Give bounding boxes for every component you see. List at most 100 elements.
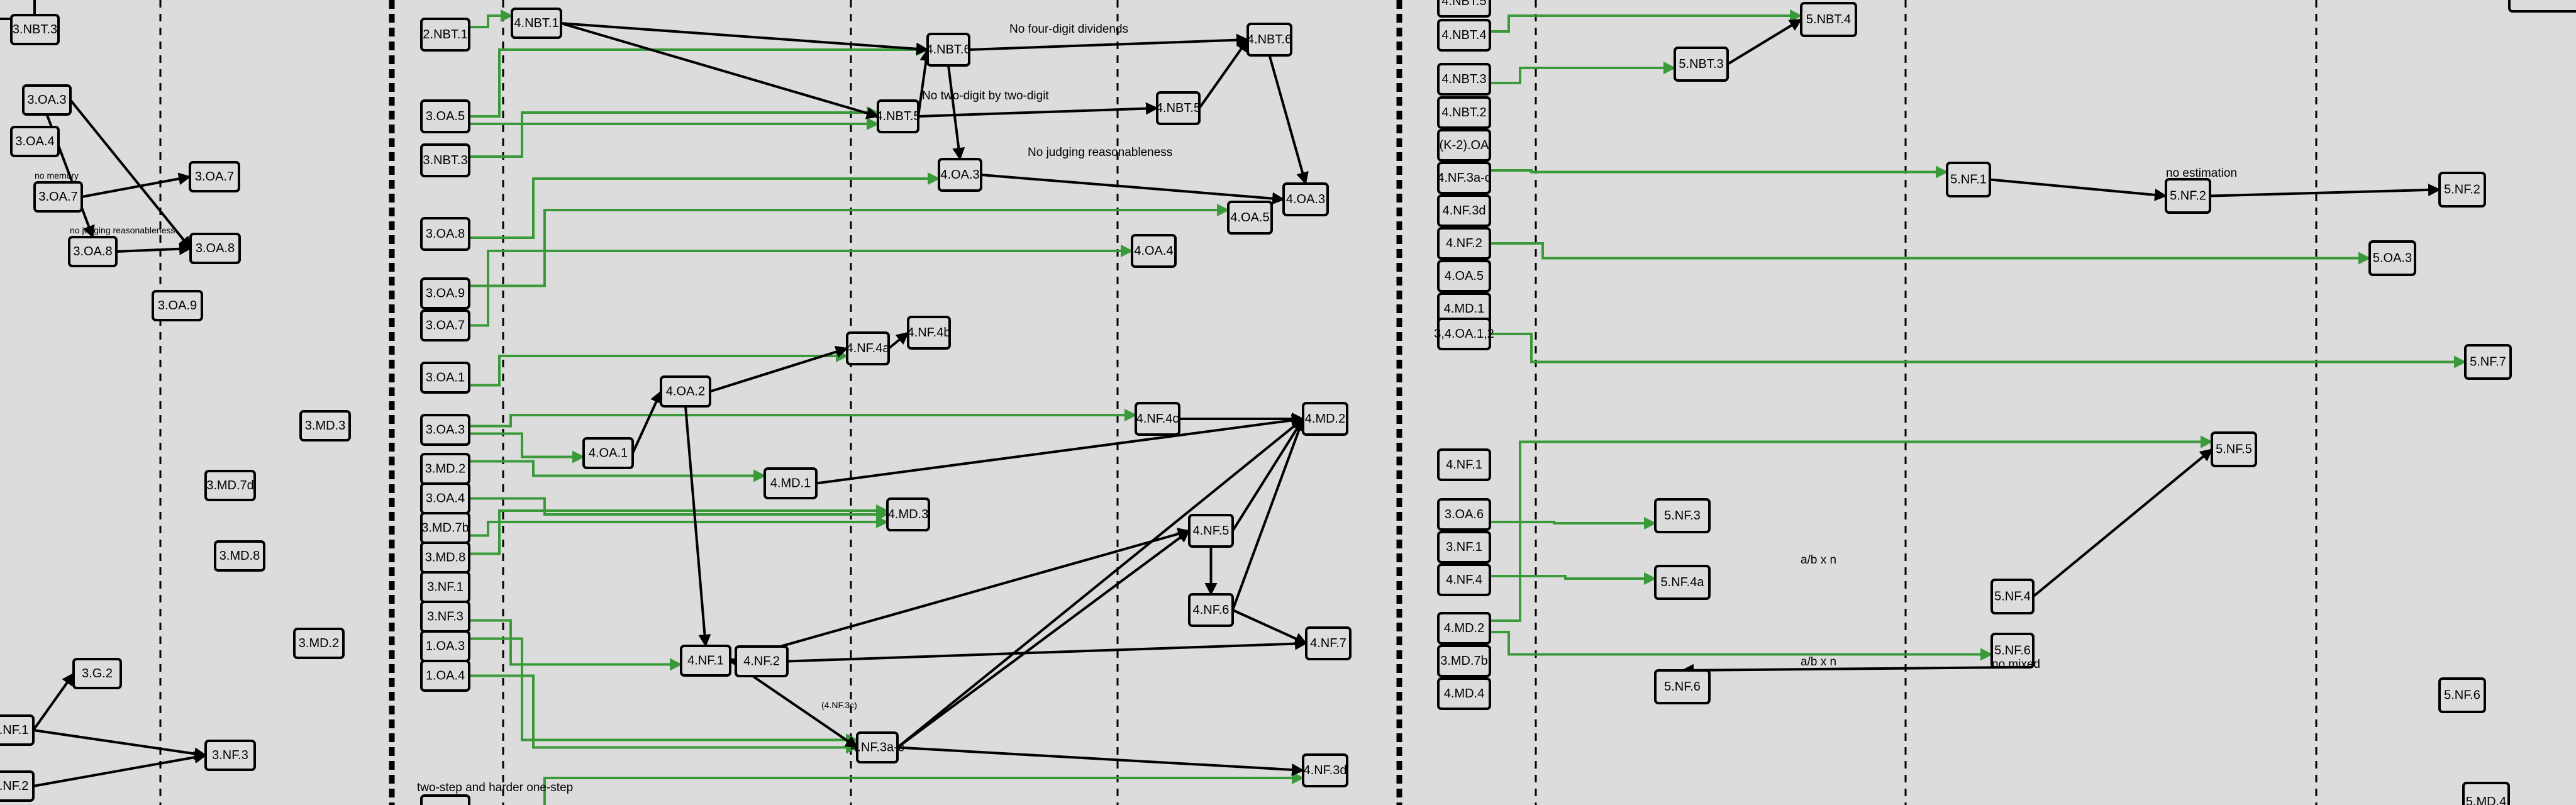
standard-node-p5_3oa6[interactable]: 3.OA.6	[1437, 498, 1491, 531]
standard-node-g3_oa9[interactable]: 3.OA.9	[152, 290, 203, 321]
standard-node-g3_nf3[interactable]: 3.NF.3	[204, 740, 256, 771]
standard-node-g4_nf4b[interactable]: 4.NF.4b	[907, 316, 951, 350]
standard-node-g4_nf7[interactable]: 4.NF.7	[1305, 626, 1352, 660]
standard-node-g4_oa3a[interactable]: 4.OA.3	[938, 158, 982, 192]
standard-node-p5_nf4[interactable]: 4.NF.4	[1437, 564, 1491, 596]
standard-node-g5_nbt4[interactable]: 5.NBT.4	[1800, 2, 1857, 37]
standard-node-p5_nf1[interactable]: 4.NF.1	[1437, 448, 1491, 481]
standard-node-g5_nf6a[interactable]: 5.NF.6	[1990, 633, 2035, 669]
standard-node-g4_md1[interactable]: 4.MD.1	[763, 467, 818, 499]
standard-node-g4_nf4c[interactable]: 4.NF.4c	[1135, 402, 1180, 436]
progression-edge	[560, 22, 879, 119]
standard-node-p5_md4[interactable]: 4.MD.4	[1437, 677, 1491, 710]
standard-node-g5_nf6b[interactable]: 5.NF.6	[1654, 669, 1711, 704]
standard-node-g4_nbt5a[interactable]: 4.NBT.5	[875, 99, 921, 133]
standard-node-p4_oa9[interactable]: 3.OA.9	[420, 277, 470, 309]
standard-node-p4_nbt3[interactable]: 3.NBT.3	[420, 143, 470, 177]
standard-node-g4_nf6[interactable]: 4.NF.6	[1188, 593, 1234, 627]
standard-node-p4_bottom[interactable]	[420, 794, 470, 805]
standard-node-g3_g2[interactable]: 3.G.2	[72, 658, 122, 689]
standard-node-g5_oa3[interactable]: 5.OA.3	[2368, 240, 2416, 276]
standard-node-g3_md2[interactable]: 3.MD.2	[293, 628, 345, 659]
standard-node-p5_3nf1[interactable]: 3.NF.1	[1437, 531, 1491, 564]
standard-node-p5_nbt2[interactable]: 4.NBT.2	[1437, 96, 1491, 129]
standard-node-g4_nf3ac[interactable]: 4.NF.3a-c	[850, 731, 904, 763]
standard-node-g4_nf5[interactable]: 4.NF.5	[1188, 514, 1234, 548]
standard-node-p4_oa3[interactable]: 3.OA.3	[420, 414, 470, 446]
standard-node-p5_nbt3[interactable]: 4.NBT.3	[1437, 63, 1491, 96]
standard-node-p4_1oa3[interactable]: 1.OA.3	[420, 630, 470, 662]
standard-node-g4_oa4[interactable]: 4.OA.4	[1131, 234, 1177, 268]
standard-node-g5_nf4[interactable]: 5.NF.4	[1990, 579, 2035, 614]
standard-node-g3_nf1[interactable]: 3.NF.1	[0, 714, 35, 746]
standard-node-p4_oa7[interactable]: 3.OA.7	[420, 309, 470, 341]
standard-node-g3_oa4[interactable]: 3.OA.4	[10, 126, 60, 157]
standard-node-p5_md2[interactable]: 4.MD.2	[1437, 612, 1491, 645]
node-box	[1437, 19, 1491, 52]
standard-node-g4_nf3d[interactable]: 4.NF.3d	[1302, 753, 1348, 787]
standard-node-g4_nf2[interactable]: 4.NF.2	[735, 645, 789, 677]
standard-node-g4_nf4a[interactable]: 4.NF.4a	[846, 331, 891, 365]
prerequisite-edge	[469, 204, 1230, 287]
standard-node-g3_nbt3[interactable]: 3.NBT.3	[10, 14, 60, 45]
standard-node-p5_nbt5[interactable]: 4.NBT.5	[1437, 0, 1491, 18]
standard-node-p4_1oa4[interactable]: 1.OA.4	[420, 660, 470, 692]
standard-node-g4_nbt6b[interactable]: 4.NBT.6	[1246, 23, 1292, 57]
standard-node-p5_nbt4[interactable]: 4.NBT.4	[1437, 19, 1491, 52]
standard-node-p4_md7b[interactable]: 3.MD.7b	[420, 512, 470, 544]
standard-node-g4_oa3b[interactable]: 4.OA.3	[1282, 182, 1329, 216]
standard-node-p4_oa4[interactable]: 3.OA.4	[420, 482, 470, 514]
node-label: 3.NBT.3	[423, 153, 467, 167]
standard-node-g4_md2[interactable]: 4.MD.2	[1302, 402, 1348, 436]
standard-node-p5_md7b[interactable]: 3.MD.7b	[1437, 645, 1491, 677]
standard-node-g4_md3[interactable]: 4.MD.3	[886, 497, 930, 531]
node-label: 3.NBT.3	[13, 23, 57, 36]
standard-node-g5_nf2b[interactable]: 5.NF.2	[2438, 172, 2486, 208]
standard-node-g4_nbt5b[interactable]: 4.NBT.5	[1156, 91, 1201, 125]
standard-node-g4_oa2[interactable]: 4.OA.2	[660, 375, 711, 408]
standard-node-g4_oa5[interactable]: 4.OA.5	[1227, 201, 1273, 235]
standard-node-g3_oa7b[interactable]: 3.OA.7	[189, 161, 240, 192]
standard-node-g5_nf4a[interactable]: 5.NF.4a	[1654, 565, 1711, 600]
standard-node-p4_md2[interactable]: 3.MD.2	[420, 453, 470, 485]
standard-node-p5_oa5[interactable]: 4.OA.5	[1437, 260, 1491, 292]
standard-node-p5_k2oa[interactable]: (K-2).OA	[1437, 129, 1491, 162]
standard-node-g3_oa8a[interactable]: 3.OA.8	[68, 236, 118, 267]
standard-node-p4_oa5[interactable]: 3.OA.5	[420, 99, 470, 133]
standard-node-p5_nf2[interactable]: 4.NF.2	[1437, 227, 1491, 260]
standard-node-g5_nf2a[interactable]: 5.NF.2	[2165, 178, 2211, 214]
standard-node-g3_nf2[interactable]: 3.NF.2	[0, 770, 35, 802]
standard-node-g4_nbt1[interactable]: 4.NBT.1	[511, 8, 562, 39]
standard-node-g3_md3[interactable]: 3.MD.3	[299, 410, 351, 441]
standard-node-p4_nf3[interactable]: 3.NF.3	[420, 601, 470, 633]
standard-node-g3_oa3[interactable]: 3.OA.3	[22, 84, 72, 116]
standard-node-p4_md8[interactable]: 3.MD.8	[420, 541, 470, 574]
standard-node-g5_nf1[interactable]: 5.NF.1	[1946, 162, 1991, 197]
standard-node-g5_topright[interactable]	[2508, 0, 2576, 13]
node-box	[1654, 498, 1711, 533]
standard-node-p4_oa1[interactable]: 3.OA.1	[420, 362, 470, 394]
standard-node-p5_nf3ac[interactable]: 4.NF.3a-c	[1437, 162, 1491, 194]
standard-node-g3_md8[interactable]: 3.MD.8	[214, 540, 265, 572]
standard-node-g5_nbt3[interactable]: 5.NBT.3	[1674, 47, 1729, 82]
standard-node-g3_md7d[interactable]: 3.MD.7d	[204, 470, 256, 501]
standard-node-g5_nf5[interactable]: 5.NF.5	[2211, 431, 2257, 467]
prerequisite-edge	[1490, 62, 1676, 84]
standard-node-g4_nbt6a[interactable]: 4.NBT.6	[926, 33, 971, 67]
standard-node-p4_oa8[interactable]: 3.OA.8	[420, 217, 470, 251]
standard-node-g4_nf1[interactable]: 4.NF.1	[680, 645, 731, 677]
standard-node-p4_nbt1[interactable]: 2.NBT.1	[420, 18, 470, 52]
standard-node-p5_nf3d[interactable]: 4.NF.3d	[1437, 194, 1491, 227]
standard-node-g3_oa7a[interactable]: 3.OA.7	[33, 181, 83, 213]
standard-node-g5_md4[interactable]: 5.MD.4	[2462, 782, 2510, 805]
standard-node-g5_nf3[interactable]: 5.NF.3	[1654, 498, 1711, 533]
standard-node-p4_nf1[interactable]: 3.NF.1	[420, 571, 470, 603]
standard-node-g3_oa8b[interactable]: 3.OA.8	[189, 233, 241, 264]
node-box	[1131, 234, 1177, 268]
standard-node-g5_nf6c[interactable]: 5.NF.6	[2438, 677, 2486, 713]
standard-node-g4_oa1[interactable]: 4.OA.1	[582, 437, 634, 469]
node-label: 4.MD.3	[888, 508, 928, 521]
standard-node-g5_nf7[interactable]: 5.NF.7	[2464, 344, 2512, 380]
standard-node-p5_oa12[interactable]: 3,4.OA.1,2	[1434, 318, 1494, 350]
node-label: 4.OA.4	[1134, 244, 1173, 258]
